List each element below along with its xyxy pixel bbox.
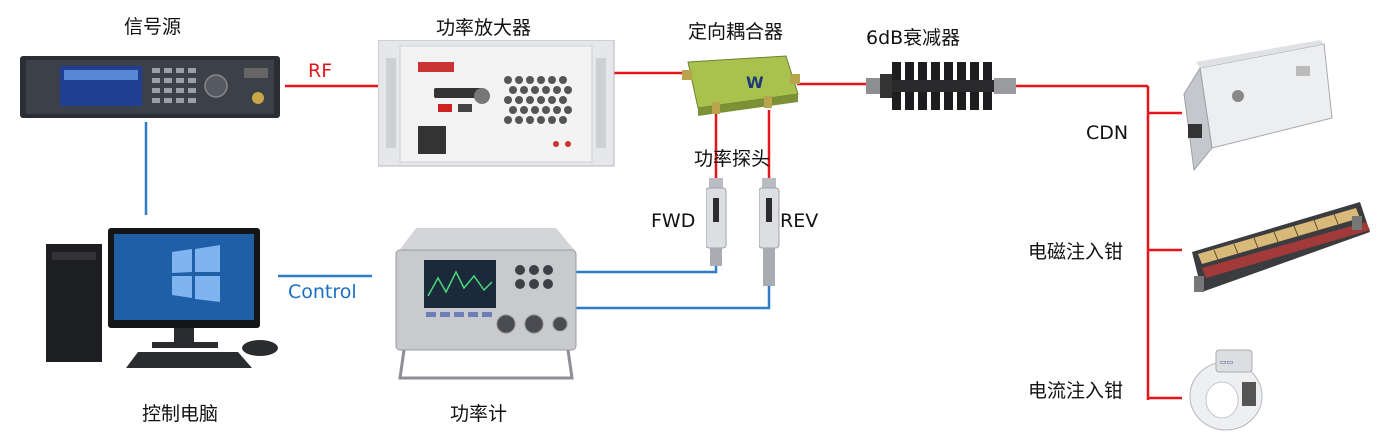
current-clamp-device: ▭▭ [1182, 342, 1264, 438]
control-line-fwd-meter [575, 262, 718, 274]
rev-power-probe [758, 178, 781, 294]
directional-coupler-label: 定向耦合器 [688, 21, 784, 43]
power-amplifier-label: 功率放大器 [436, 17, 532, 39]
rf-label: RF [308, 60, 333, 82]
control-line-rev-meter [575, 285, 771, 310]
coupler-logo: W [746, 73, 764, 92]
cdn-device [1176, 38, 1336, 180]
power-meter-device [386, 226, 582, 386]
fwd-label: FWD [651, 210, 696, 232]
cdn-label: CDN [1086, 122, 1129, 144]
power-probe-label: 功率探头 [694, 148, 771, 170]
control-label: Control [288, 281, 357, 303]
power-amplifier-device [377, 39, 616, 172]
svg-text:▭▭: ▭▭ [1220, 358, 1233, 366]
directional-coupler-device: W [682, 52, 802, 122]
power-meter-label: 功率计 [450, 403, 508, 425]
control-pc-label: 控制电脑 [142, 403, 219, 425]
em-clamp-label: 电磁注入钳 [1028, 241, 1124, 263]
control-pc-device [42, 218, 282, 382]
rev-label: REV [780, 210, 819, 232]
attenuator-device [866, 58, 1018, 120]
fwd-power-probe [705, 178, 728, 272]
attenuator-label: 6dB衰减器 [866, 27, 961, 49]
signal-source-label: 信号源 [124, 16, 182, 38]
current-clamp-label: 电流注入钳 [1028, 380, 1124, 402]
signal-source-device [20, 54, 282, 126]
em-clamp-device [1184, 196, 1376, 304]
